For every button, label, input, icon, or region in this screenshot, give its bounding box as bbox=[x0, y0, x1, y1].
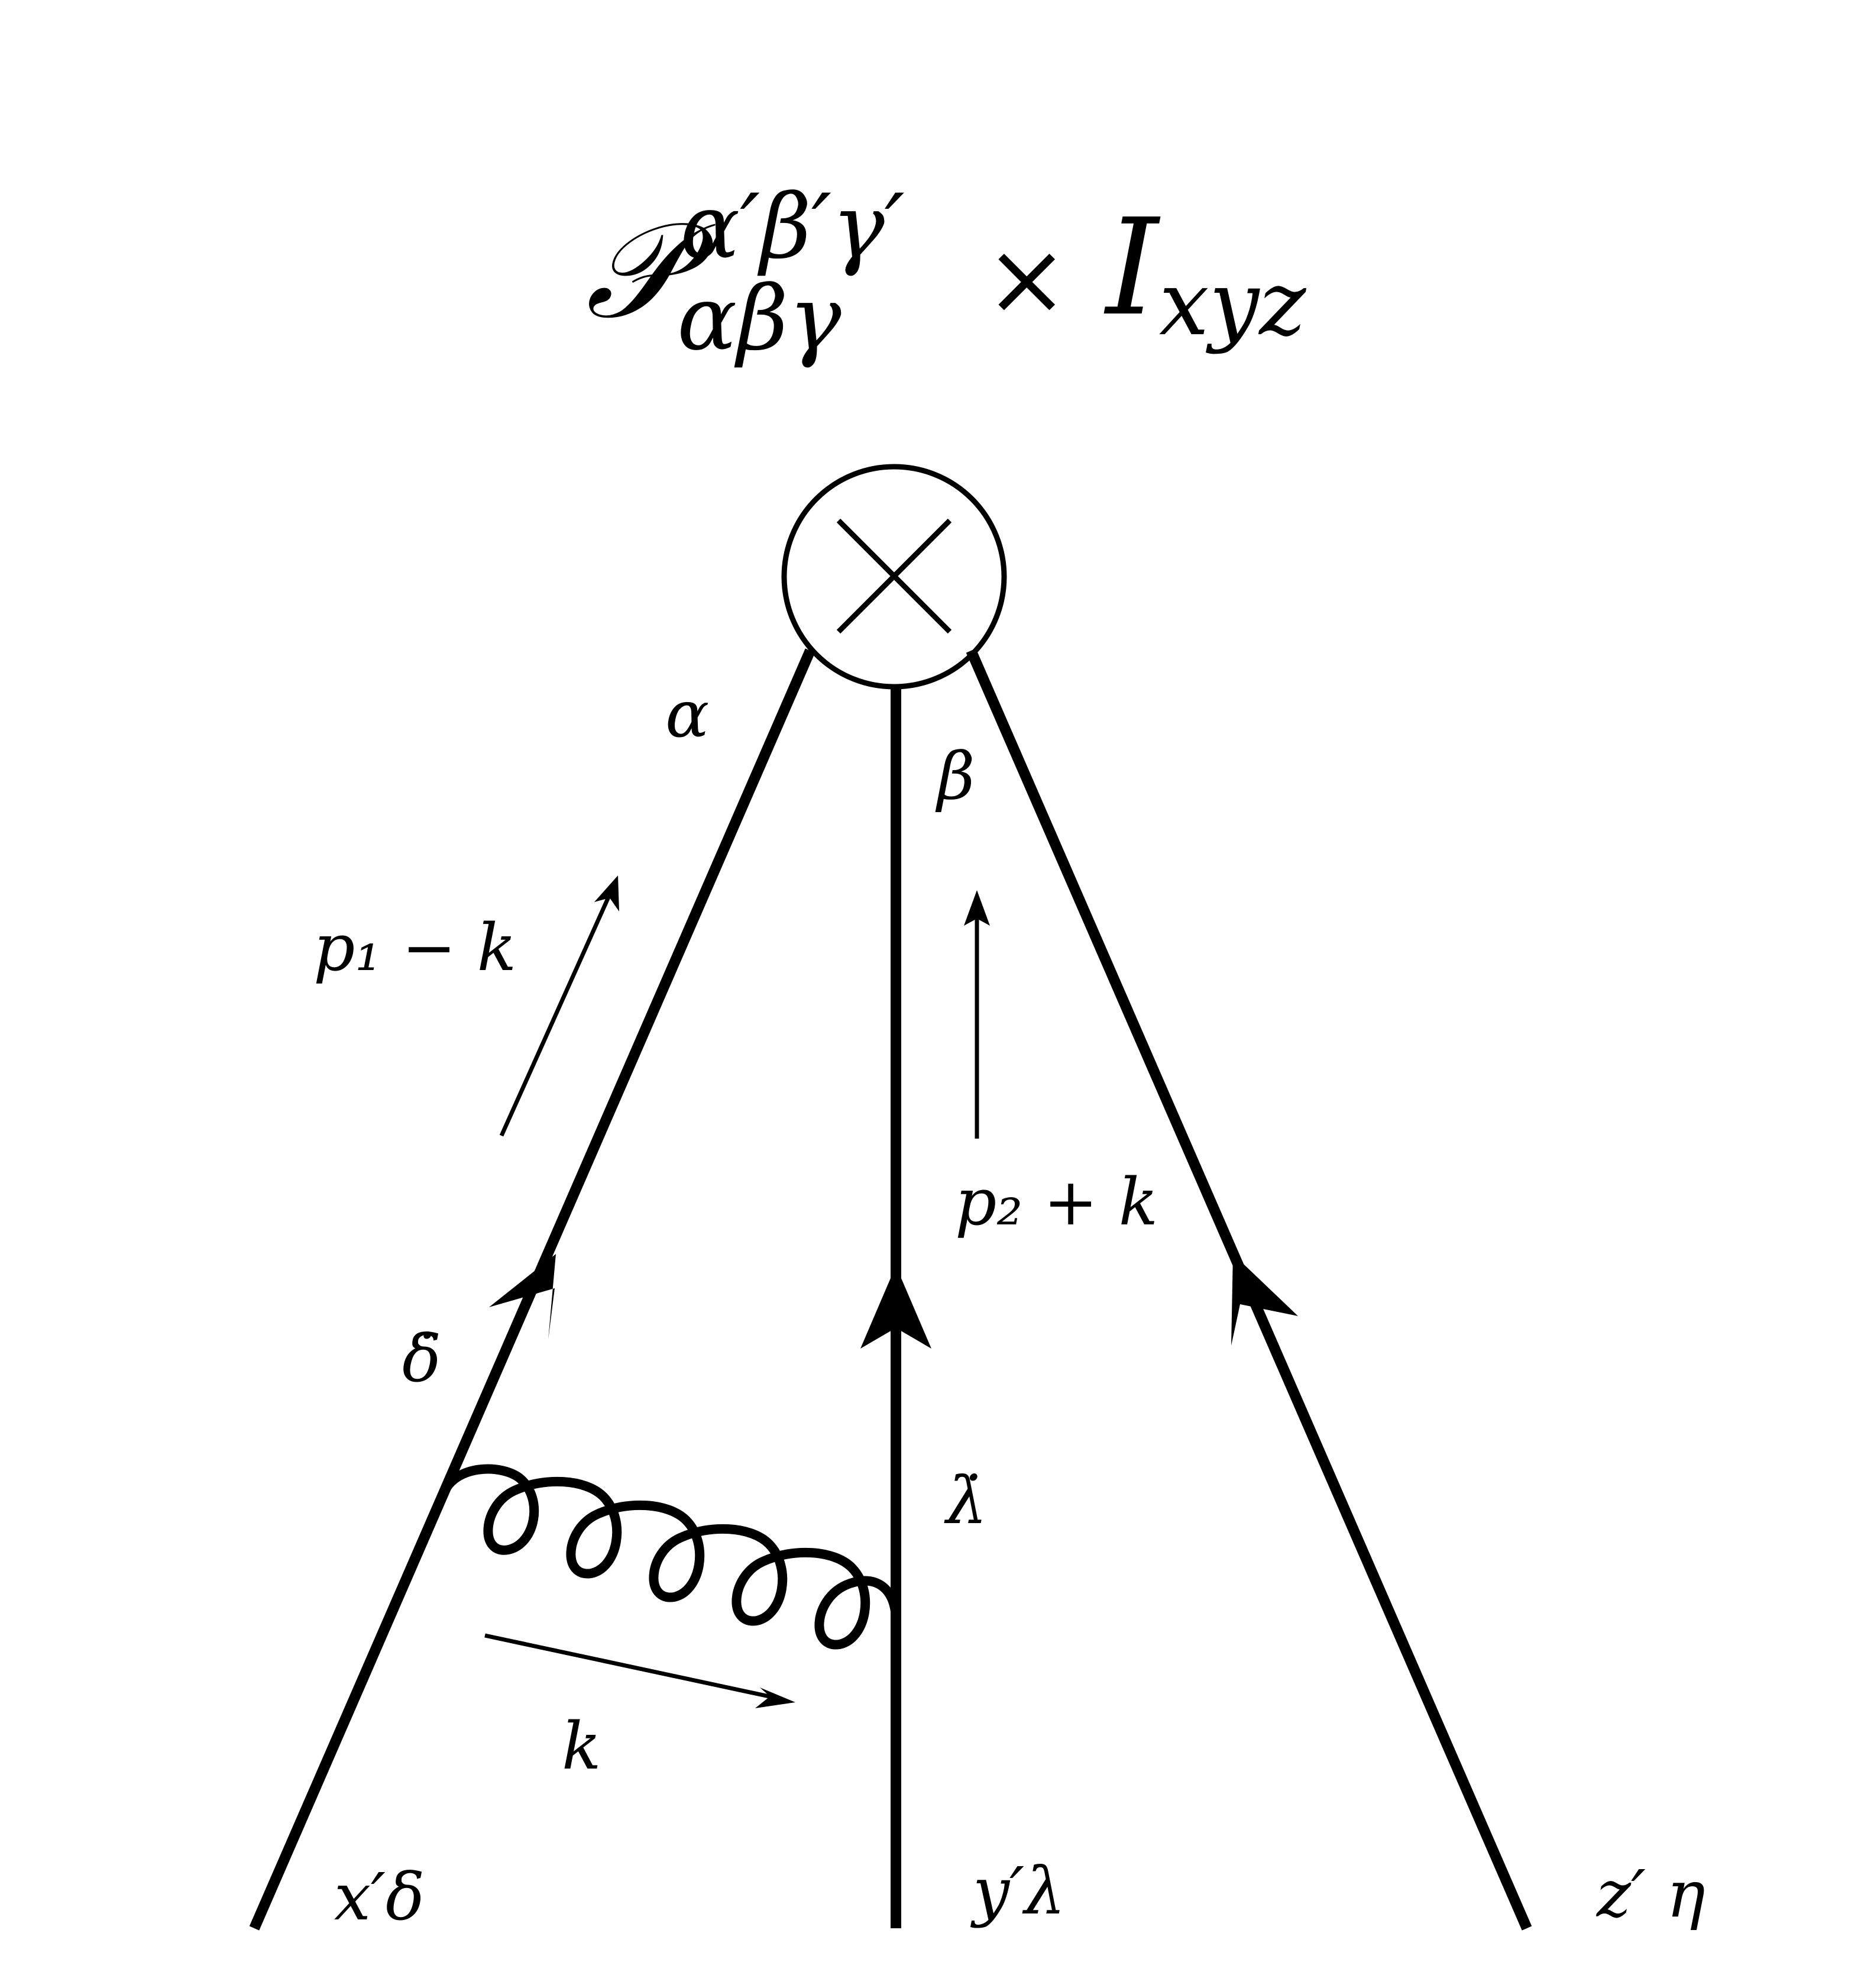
momentum-arrow-left bbox=[499, 875, 619, 1137]
label-momentum-middle: p₂ + k bbox=[955, 1164, 1158, 1240]
label-momentum-left: p₁ − k bbox=[313, 910, 516, 985]
momentum-arrow-middle bbox=[964, 890, 990, 1139]
flow-arrow-left bbox=[489, 1254, 556, 1340]
label-momentum-gluon: k bbox=[562, 1708, 601, 1784]
times-symbol: × bbox=[985, 221, 1069, 338]
label-delta-dot: δ̇ bbox=[402, 1321, 441, 1397]
label-bottom-left: x′δ bbox=[334, 1859, 425, 1935]
I-symbol: I bbox=[1103, 190, 1161, 345]
flow-arrow-right bbox=[1231, 1254, 1298, 1346]
operator-superscript: α′β′γ′ bbox=[680, 176, 905, 279]
operator-subscript: αβγ bbox=[677, 267, 841, 370]
momentum-arrow-left-shaft bbox=[499, 892, 613, 1137]
label-beta: β bbox=[935, 738, 975, 814]
label-bottom-middle: y′λ bbox=[970, 1853, 1066, 1929]
label-alpha: α bbox=[665, 676, 709, 752]
gluon-line bbox=[439, 1464, 901, 1650]
vertex-cross-line-2 bbox=[836, 518, 952, 634]
label-bottom-right: z′ η bbox=[1595, 1856, 1705, 1932]
label-lambda-dot: λ̇ bbox=[944, 1463, 988, 1538]
momentum-arrow-gluon-shaft bbox=[484, 1633, 775, 1700]
operator-title: 𝒫 α′β′γ′ αβγ × I xyz bbox=[585, 176, 1306, 370]
momentum-arrow-gluon-head bbox=[755, 1688, 795, 1708]
I-subscript: xyz bbox=[1159, 253, 1306, 355]
momentum-arrow-left-head bbox=[594, 875, 619, 911]
momentum-arrow-gluon bbox=[484, 1633, 795, 1708]
flow-arrow-middle bbox=[860, 1266, 931, 1349]
momentum-arrow-middle-head bbox=[964, 890, 990, 926]
